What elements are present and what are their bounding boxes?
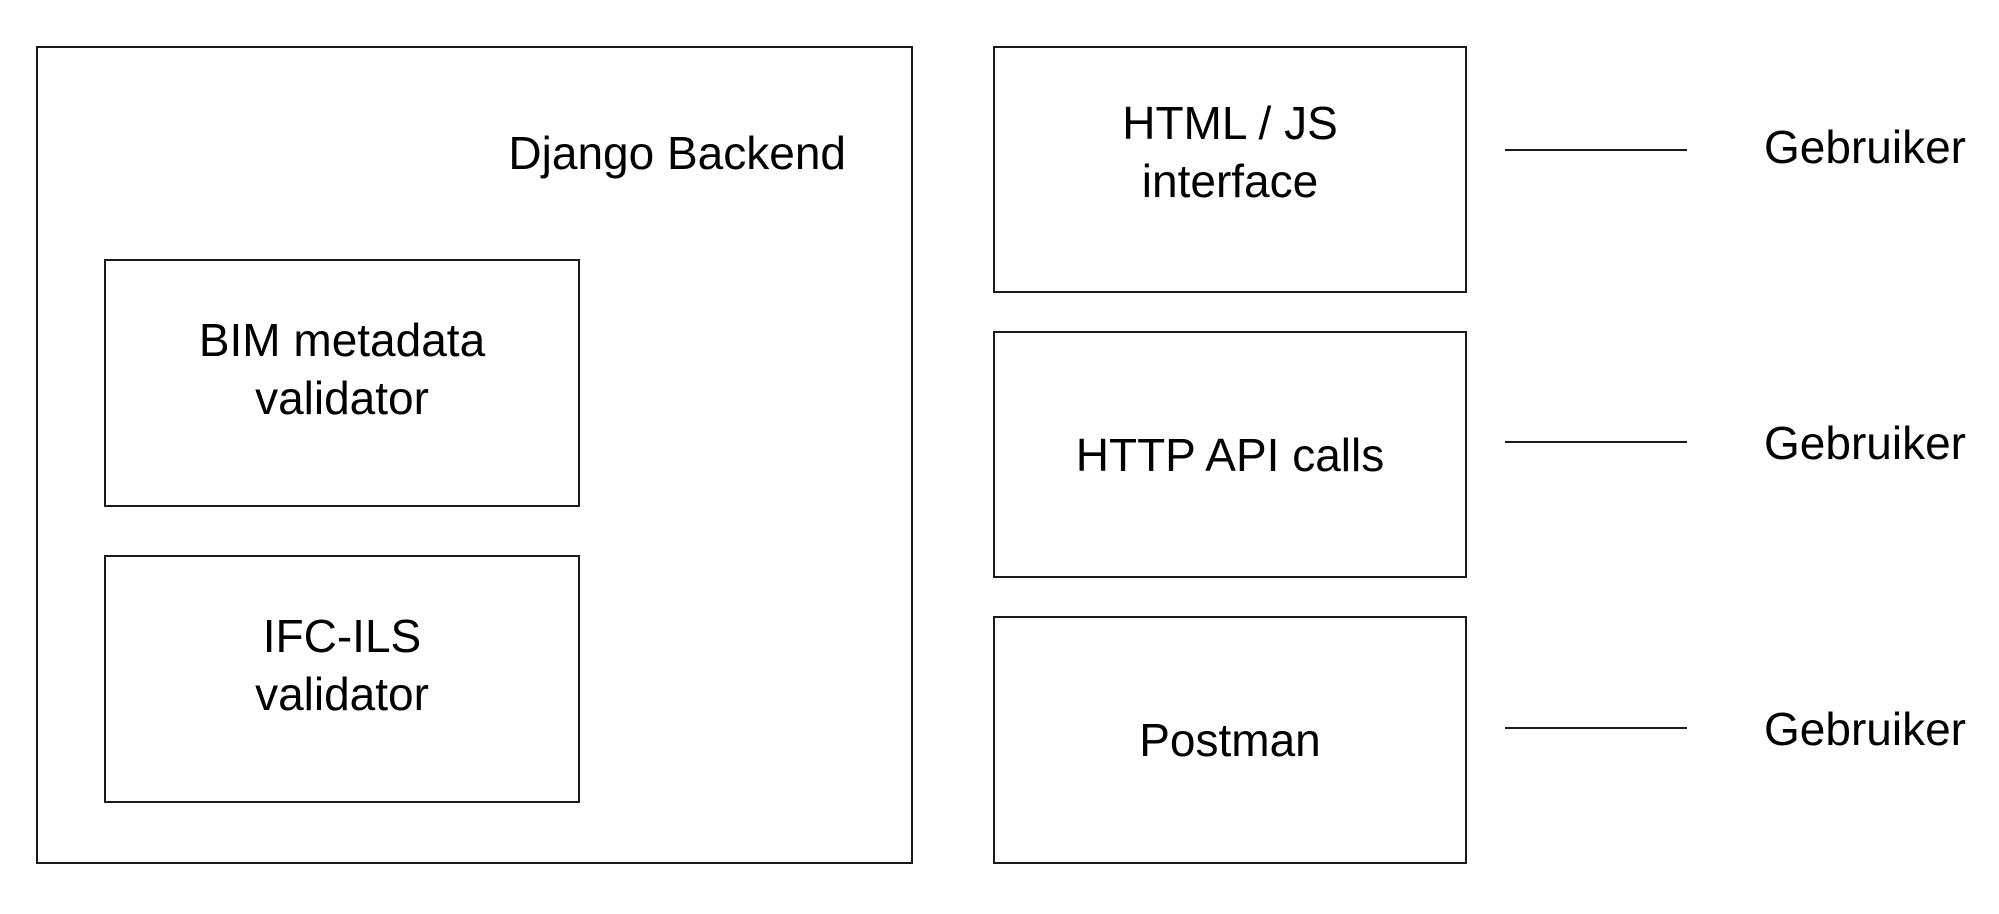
django-backend-title: Django Backend <box>508 127 846 179</box>
bim-metadata-validator-line1: BIM metadata <box>198 314 486 366</box>
http-api-calls-line1: HTTP API calls <box>1075 428 1385 481</box>
bim-metadata-validator-label: BIM metadata validator <box>106 261 578 505</box>
connector-line-1 <box>1505 149 1687 151</box>
connector-line-3 <box>1505 727 1687 729</box>
html-js-interface-line1: HTML / JS <box>1122 97 1338 149</box>
http-api-calls-box: HTTP API calls <box>993 331 1467 578</box>
bim-metadata-validator-line2: validator <box>255 372 429 424</box>
ifc-ils-validator-label: IFC-ILS validator <box>106 557 578 801</box>
postman-line1: Postman <box>1139 714 1321 766</box>
bim-metadata-validator-box: BIM metadata validator <box>104 259 580 507</box>
connector-line-2 <box>1505 441 1687 443</box>
html-js-interface-box: HTML / JS interface <box>993 46 1467 293</box>
postman-label: Postman <box>995 618 1465 862</box>
django-backend-box: Django Backend BIM metadata validator IF… <box>36 46 913 864</box>
user-label-3: Gebruiker <box>1764 703 1966 755</box>
html-js-interface-label: HTML / JS interface <box>995 48 1465 291</box>
user-label-2: Gebruiker <box>1764 417 1966 469</box>
postman-box: Postman <box>993 616 1467 864</box>
ifc-ils-validator-box: IFC-ILS validator <box>104 555 580 803</box>
html-js-interface-line2: interface <box>1141 155 1319 207</box>
user-label-1: Gebruiker <box>1764 121 1966 173</box>
http-api-calls-label: HTTP API calls <box>995 333 1465 576</box>
ifc-ils-validator-line1: IFC-ILS <box>262 610 422 662</box>
ifc-ils-validator-line2: validator <box>255 668 429 720</box>
